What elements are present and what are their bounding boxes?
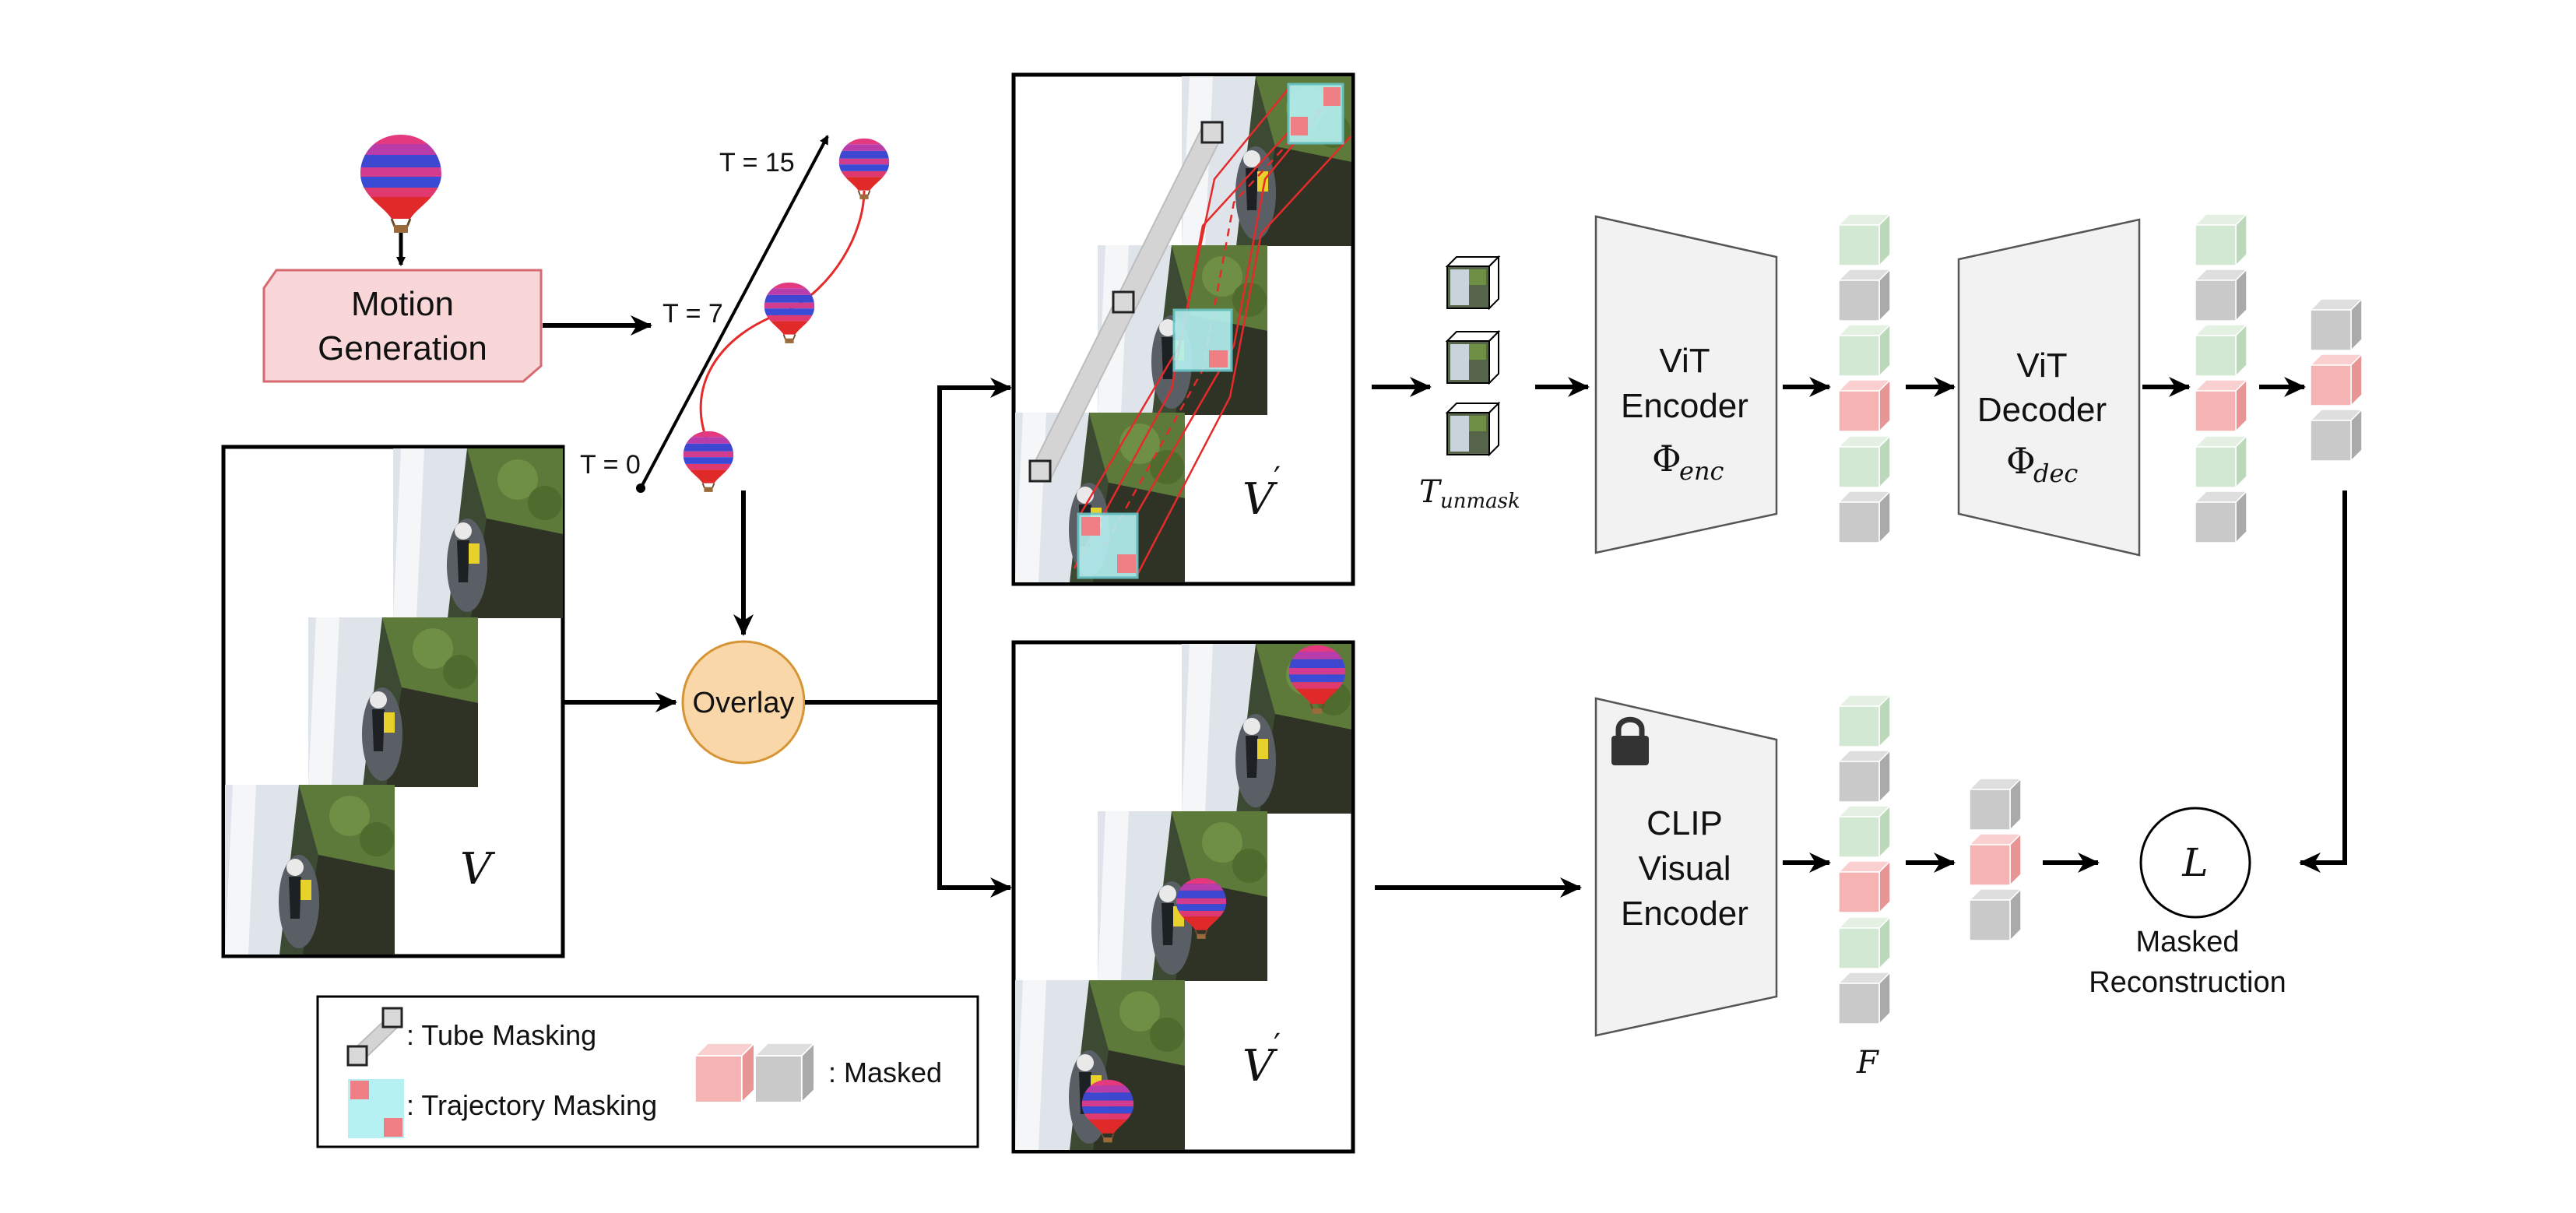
loss-symbol: L [2181,840,2208,885]
token-gray [1969,778,2022,831]
time-label-0: T = 0 [580,450,641,480]
features-symbol: F [1856,1045,1879,1081]
tubelets-subscript: unmask [1440,490,1520,513]
legend-tube-masking-icon [346,1007,403,1067]
vit-decoder-subscript: dec [2033,459,2078,488]
balloon-icon-source [354,128,448,233]
vit-encoder-subscript: enc [1679,456,1724,486]
clip-visual-encoder: CLIP Visual Encoder [1594,697,1778,1037]
vit-decoder-label-2: Decoder [1977,391,2107,429]
clip-label-3: Encoder [1621,895,1748,933]
vit-decoder: ViT Decoder Φ dec [1957,218,2141,557]
clip-label-2: Visual [1638,849,1731,888]
token-green [1838,805,1891,858]
trajectory-mask-patch-mid [1172,308,1233,372]
trajectory-mask-tube-lines [1073,83,1351,577]
selected-feature-tokens [1969,778,2022,941]
loss-caption-1: Masked [2135,926,2239,958]
token-red [2310,353,2363,406]
motion-generation-label-2: Generation [318,329,487,367]
token-gray [2195,269,2247,322]
vit-encoder: ViT Encoder Φ enc [1594,215,1778,554]
overlay-label: Overlay [693,687,795,719]
lock-icon [1611,716,1649,765]
masked-token-predictions [2310,298,2363,462]
loss-node: L Masked Reconstruction [2089,807,2286,999]
token-gray [1969,888,2022,941]
balloon-icon-t7 [761,279,818,343]
tubelet-icon-3 [1446,403,1499,455]
clip-feature-tokens [1838,694,1891,1025]
token-red [2195,379,2247,432]
token-gray [2195,490,2247,543]
vit-decoder-label-1: ViT [2016,346,2067,385]
token-gray [1838,269,1891,322]
tube-mask-square-top [1200,121,1224,144]
overlay-node: Overlay [681,640,806,765]
legend-tube-masking-label: : Tube Masking [406,1019,596,1051]
tubelets-symbol: T [1419,474,1443,510]
token-green [2195,324,2247,377]
video-frame-3 [393,448,563,618]
motion-generation-label-1: Motion [351,285,454,323]
token-red [1969,833,2022,886]
token-green [1838,916,1891,969]
token-gray [2310,298,2363,351]
legend-trajectory-masking-label: : Trajectory Masking [406,1089,657,1121]
decoder-output-tokens [2195,213,2247,543]
token-red [1838,379,1891,432]
token-green [1838,435,1891,488]
encoder-output-tokens [1838,213,1891,543]
vit-encoder-label-2: Encoder [1621,387,1748,425]
arrow-predictions-to-loss [2299,490,2347,873]
loss-caption-2: Reconstruction [2089,966,2286,999]
tubelet-icon-2 [1446,331,1499,384]
token-green [2195,435,2247,488]
tube-mask-square-mid [1112,290,1135,314]
token-red [1838,860,1891,913]
token-green [1838,213,1891,266]
legend-masked-label: : Masked [828,1057,942,1088]
arrow-overlay-to-augmented-video [937,702,1012,898]
tubelet-icon-1 [1446,256,1499,309]
clip-label-1: CLIP [1646,804,1723,842]
vit-decoder-phi: Φ [2006,440,2036,482]
augmented-video-label: V [1242,1041,1278,1092]
token-gray [2310,409,2363,462]
masked-video-label: V [1242,474,1278,525]
masked-video-prime: ′ [1274,461,1281,497]
time-label-15: T = 15 [719,148,795,178]
trajectory-mask-patch-bottom [1077,512,1139,579]
tube-mask-square-bottom [1028,459,1052,483]
augmented-video-vprime: V ′ [1011,641,1355,1154]
time-label-7: T = 7 [662,299,723,329]
legend: : Tube Masking : Trajectory Masking : Ma… [316,995,979,1148]
video-frame-1 [225,785,395,955]
video-frame-2 [308,617,478,787]
token-gray [1838,490,1891,543]
trajectory-mask-patch-top [1287,83,1344,145]
balloon-icon-t15 [835,135,893,199]
masked-video-vprime: V ′ [1011,72,1355,586]
balloon-icon-t0 [680,427,737,492]
motion-generation-box: Motion Generation [262,269,543,383]
token-gray [1838,750,1891,803]
token-green [1838,694,1891,747]
time-origin-dot [636,483,645,493]
arrow-overlay-to-masked-video [937,378,1012,702]
augmented-video-prime: ′ [1274,1028,1281,1064]
legend-trajectory-masking-icon [348,1079,404,1138]
time-axis-arrow [639,135,829,489]
input-video-v: V [221,445,565,958]
legend-masked-gray-token [754,1042,815,1103]
token-green [1838,324,1891,377]
vit-encoder-label-1: ViT [1659,342,1710,380]
vit-encoder-phi: Φ [1652,438,1682,480]
legend-masked-red-token [694,1042,755,1103]
token-gray [1838,972,1891,1025]
video-v-label: V [460,844,496,895]
token-green [2195,213,2247,266]
